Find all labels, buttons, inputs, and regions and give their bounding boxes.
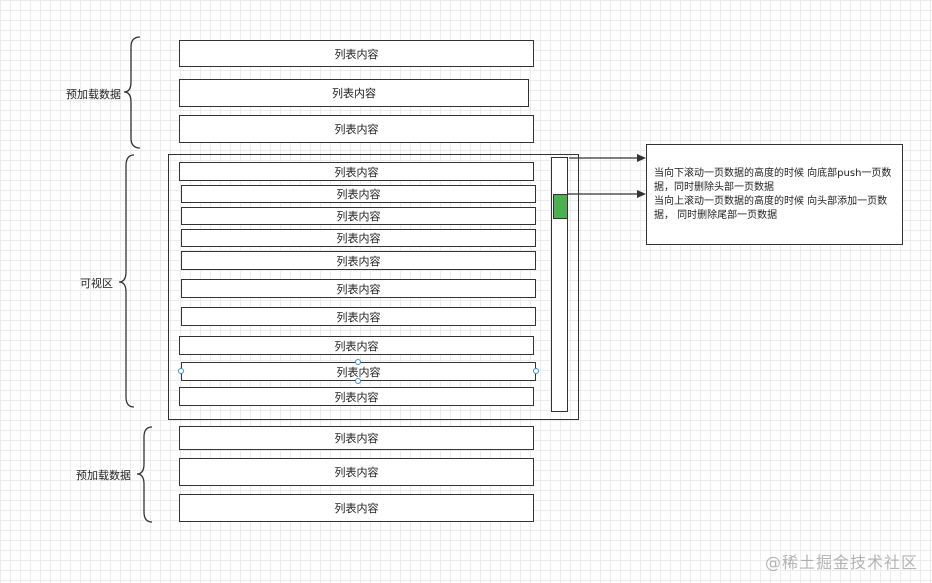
- selection-handle-bottom[interactable]: [355, 378, 361, 384]
- list-item: 列表内容: [179, 40, 534, 67]
- list-item: 列表内容: [179, 115, 534, 143]
- list-item: 列表内容: [181, 279, 536, 298]
- scrollbar-track[interactable]: [551, 157, 568, 412]
- list-item: 列表内容: [179, 426, 534, 450]
- visible-area-brace: [118, 154, 135, 408]
- arrowhead-top: [637, 154, 646, 162]
- arrowhead-thumb: [637, 190, 646, 198]
- list-item: 列表内容: [179, 387, 534, 406]
- watermark: @稀土掘金技术社区: [764, 553, 918, 572]
- list-item: 列表内容: [181, 251, 536, 270]
- note-scroll-down: 当向下滚动一页数据的高度的时候 向底部push一页数据，同时删除头部一页数据: [654, 168, 892, 193]
- top-group-brace: [123, 36, 141, 149]
- list-item: 列表内容: [179, 458, 534, 486]
- scrollbar-thumb[interactable]: [553, 194, 568, 219]
- explanation-note: 当向下滚动一页数据的高度的时候 向底部push一页数据，同时删除头部一页数据 当…: [646, 144, 903, 245]
- list-item: 列表内容: [179, 336, 534, 355]
- list-item: 列表内容: [179, 162, 534, 181]
- list-item: 列表内容: [179, 494, 534, 522]
- list-item: 列表内容: [181, 207, 536, 225]
- selection-handle-right[interactable]: [533, 368, 539, 374]
- bottom-group-brace: [136, 426, 153, 523]
- list-item: 列表内容: [179, 79, 529, 107]
- list-item: 列表内容: [181, 185, 536, 203]
- list-item: 列表内容: [181, 307, 536, 326]
- selection-handle-top[interactable]: [355, 359, 361, 365]
- visible-area-label: 可视区: [80, 277, 113, 290]
- note-scroll-up: 当向上滚动一页数据的高度的时候 向头部添加一页数据， 同时删除尾部一页数据: [654, 196, 888, 221]
- bottom-preload-label: 预加载数据: [76, 469, 131, 482]
- selection-handle-left[interactable]: [178, 368, 184, 374]
- list-item: 列表内容: [181, 229, 536, 247]
- top-preload-label: 预加载数据: [66, 88, 121, 101]
- visible-viewport: [168, 154, 579, 420]
